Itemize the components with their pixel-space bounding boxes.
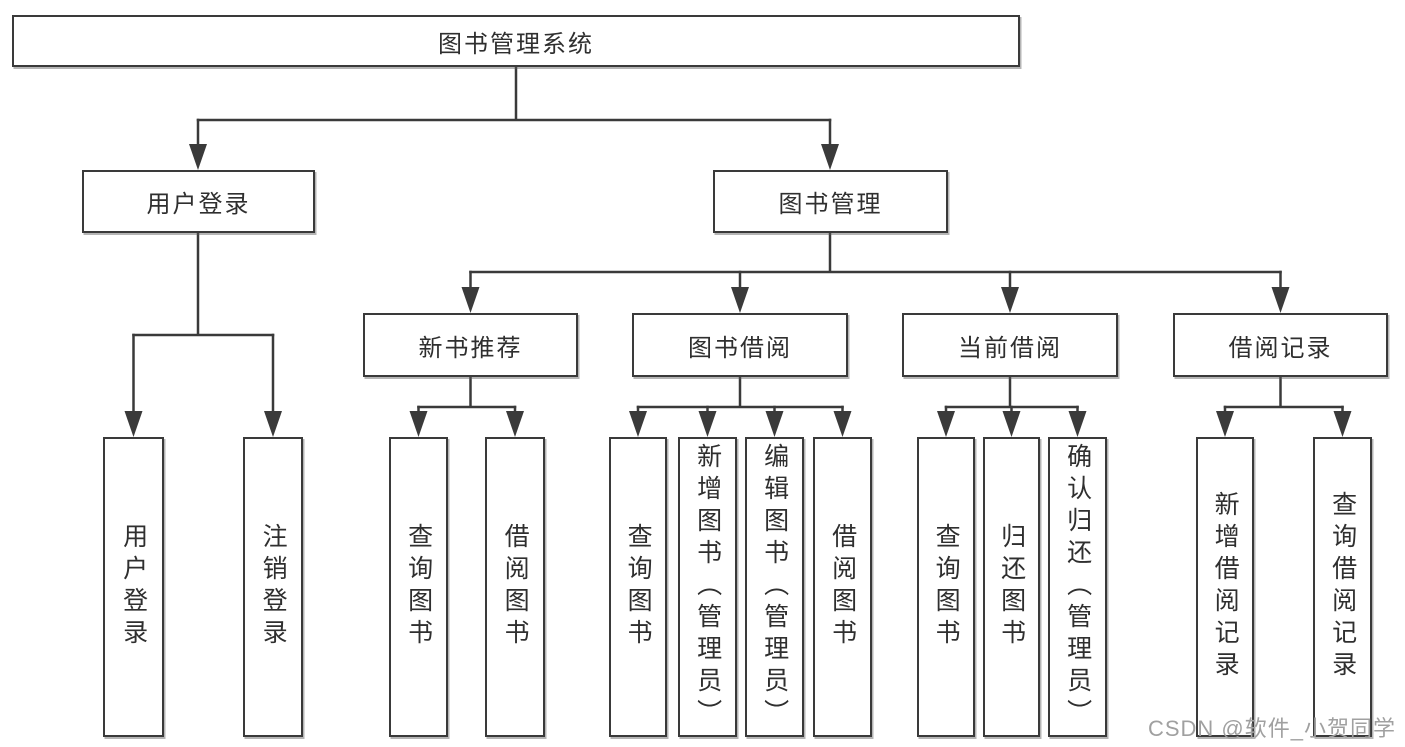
leaf-records-add-borrow-record-label: 新增借阅记录 <box>1211 491 1240 683</box>
leaf-borrowing-add-books-admin-label: 新增图书（管理员） <box>693 443 722 731</box>
node-new-book-recommendation: 新书推荐 <box>363 313 578 377</box>
node-current-borrowing: 当前借阅 <box>902 313 1118 377</box>
leaf-records-query-borrow-record: 查询借阅记录 <box>1313 437 1372 737</box>
leaf-current-return-books-label: 归还图书 <box>997 523 1026 651</box>
leaf-borrowing-edit-books-admin-label: 编辑图书（管理员） <box>760 443 789 731</box>
leaf-current-return-books: 归还图书 <box>983 437 1040 737</box>
leaf-records-query-borrow-record-label: 查询借阅记录 <box>1328 491 1357 683</box>
leaf-newbook-query-books-label: 查询图书 <box>404 523 433 651</box>
leaf-borrowing-borrow-books-label: 借阅图书 <box>828 523 857 651</box>
leaf-logout-login-label: 注销登录 <box>259 523 288 651</box>
csdn-watermark: CSDN @软件_小贺同学 <box>1147 716 1396 741</box>
leaf-current-query-books: 查询图书 <box>917 437 975 737</box>
leaf-current-confirm-return-admin: 确认归还（管理员） <box>1048 437 1107 737</box>
leaf-user-login: 用户登录 <box>103 437 164 737</box>
leaf-borrowing-edit-books-admin: 编辑图书（管理员） <box>745 437 804 737</box>
leaf-records-add-borrow-record: 新增借阅记录 <box>1196 437 1254 737</box>
leaf-user-login-label: 用户登录 <box>119 523 148 651</box>
leaf-borrowing-add-books-admin: 新增图书（管理员） <box>678 437 737 737</box>
node-book-borrowing: 图书借阅 <box>632 313 848 377</box>
leaf-borrowing-query-books-label: 查询图书 <box>624 523 653 651</box>
node-library-management-system: 图书管理系统 <box>12 15 1020 67</box>
leaf-logout-login: 注销登录 <box>243 437 303 737</box>
leaf-newbook-query-books: 查询图书 <box>389 437 448 737</box>
node-borrowing-records: 借阅记录 <box>1173 313 1388 377</box>
node-user-login: 用户登录 <box>82 170 315 233</box>
leaf-current-confirm-return-admin-label: 确认归还（管理员） <box>1063 443 1092 731</box>
leaf-borrowing-query-books: 查询图书 <box>609 437 667 737</box>
leaf-borrowing-borrow-books: 借阅图书 <box>813 437 872 737</box>
node-book-management: 图书管理 <box>713 170 948 233</box>
leaf-newbook-borrow-books: 借阅图书 <box>485 437 545 737</box>
leaf-newbook-borrow-books-label: 借阅图书 <box>501 523 530 651</box>
leaf-current-query-books-label: 查询图书 <box>932 523 961 651</box>
